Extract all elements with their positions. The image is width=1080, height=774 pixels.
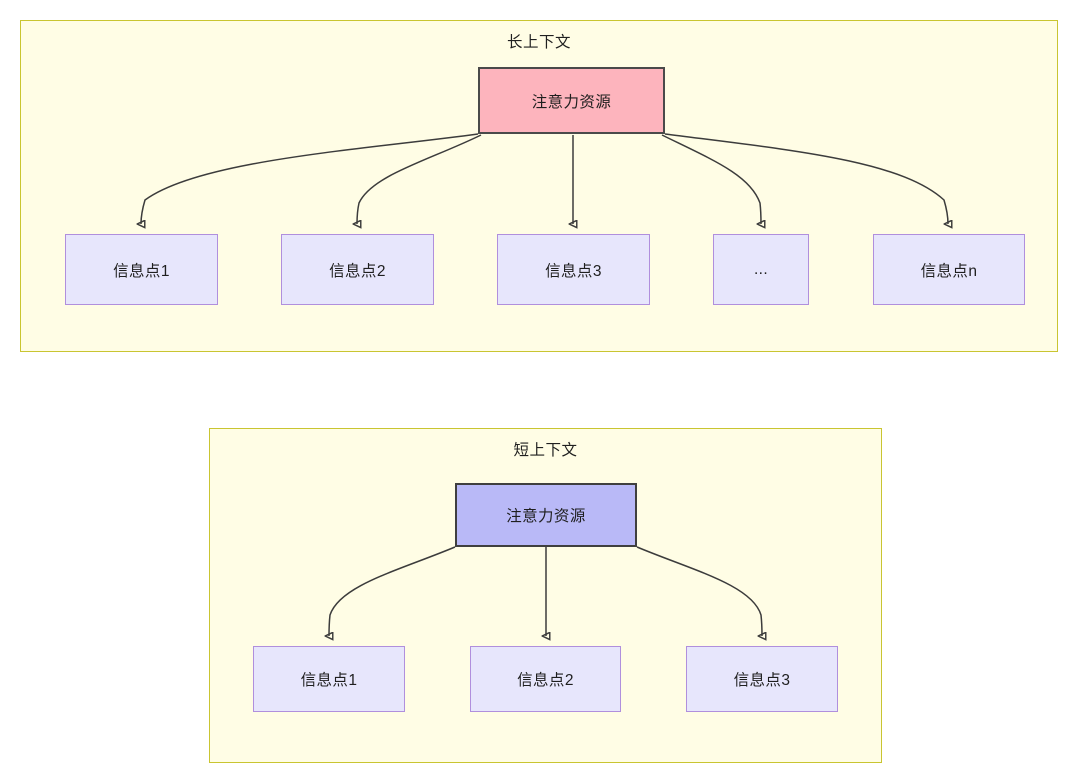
short-context-info-point-1-label: 信息点1 (300, 672, 358, 689)
long-context-info-point-1-label: 信息点1 (113, 262, 170, 280)
short-context-group (209, 428, 882, 763)
long-context-info-point-ellipsis[interactable]: ... (713, 234, 809, 305)
short-context-info-point-2-label: 信息点2 (517, 672, 574, 689)
short-context-attention-label: 注意力资源 (506, 508, 586, 525)
long-context-info-point-3[interactable]: 信息点3 (497, 234, 650, 305)
long-context-info-point-2[interactable]: 信息点2 (281, 234, 434, 305)
long-context-attention-node[interactable]: 注意力资源 (478, 67, 665, 134)
long-context-info-point-3-label: 信息点3 (545, 262, 602, 280)
short-context-title: 短上下文 (513, 442, 578, 459)
short-context-info-point-3[interactable]: 信息点3 (686, 646, 838, 712)
short-context-info-point-2[interactable]: 信息点2 (470, 646, 621, 712)
short-context-info-point-3-label: 信息点3 (733, 672, 791, 689)
long-context-info-point-2-label: 信息点2 (329, 262, 386, 280)
long-context-info-point-ellipsis-label: ... (753, 260, 769, 278)
long-context-info-point-n-label: 信息点n (920, 262, 978, 280)
long-context-info-point-1[interactable]: 信息点1 (65, 234, 218, 305)
long-context-title: 长上下文 (506, 34, 571, 51)
long-context-attention-label: 注意力资源 (531, 93, 612, 111)
short-context-info-point-1[interactable]: 信息点1 (253, 646, 405, 712)
short-context-attention-node[interactable]: 注意力资源 (455, 483, 637, 547)
long-context-info-point-n[interactable]: 信息点n (873, 234, 1025, 305)
